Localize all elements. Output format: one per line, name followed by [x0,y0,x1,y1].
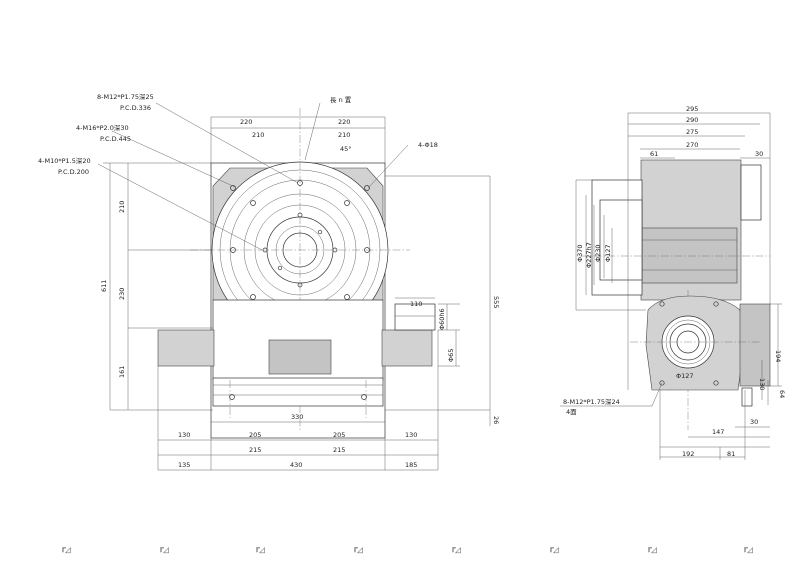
dim-330: 330 [291,413,303,421]
right-shaft [394,303,436,331]
callout-1-line2: P.C.D.336 [120,104,151,112]
callout-2-line2: P.C.D.445 [100,135,131,143]
dim-81: 81 [727,450,735,458]
dim-210-left: 210 [252,131,264,139]
dim-205-left: 205 [249,431,261,439]
callout-1-line1: 8-M12*P1.75深25 [97,92,154,101]
dim-phi60h6: Φ60h6 [438,308,446,330]
page-mark: Γ◢ [62,546,71,554]
page-mark: Γ◢ [550,546,559,554]
dim-210-right: 210 [338,131,350,139]
dim-phi370: Φ370 [576,244,584,262]
dim-161: 161 [118,366,126,378]
dim-430: 430 [290,461,302,469]
dim-phi65: Φ65 [447,349,455,362]
dim-194: 194 [774,350,782,362]
dim-61: 61 [650,150,658,158]
callout-2-line1: 4-M16*P2.0深30 [76,123,129,132]
page-mark: Γ◢ [452,546,461,554]
dim-290: 290 [686,116,698,124]
callout-3-line1: 4-M10*P1.5深20 [38,156,91,165]
dim-64: 64 [778,390,786,398]
front-view: 8-M12*P1.75深25 P.C.D.336 4-M16*P2.0深30 P… [38,92,500,471]
holes-4-label: 4-Φ18 [418,141,438,149]
dim-130-left: 130 [178,431,190,439]
dim-210-vertical: 210 [118,201,126,213]
dim-phi127-boss: Φ127 [676,372,694,380]
dim-147: 147 [712,428,724,436]
dim-275: 275 [686,128,698,136]
side-view: 295 290 275 270 61 30 Φ370 Φ227h7 Φ230 Φ… [560,105,786,460]
page-mark: Γ◢ [256,546,265,554]
dim-215-right: 215 [333,446,345,454]
page-mark: Γ◢ [648,546,657,554]
page-mark: Γ◢ [354,546,363,554]
position-mark-label: 長 n 置 [330,96,352,104]
left-shaft [157,329,215,367]
dim-26: 26 [492,416,500,424]
dim-30-bottom: 30 [750,418,758,426]
callout-3-line2: P.C.D.200 [58,168,89,176]
dim-130-right: 130 [405,431,417,439]
dim-30-top: 30 [755,150,763,158]
dim-phi227h7: Φ227h7 [585,242,593,268]
page-mark: Γ◢ [160,546,169,554]
page-mark: Γ◢ [744,546,753,554]
dim-phi230: Φ230 [594,244,602,262]
side-callout-line2: 4面 [566,408,577,416]
dim-130: 130 [758,378,766,390]
dim-270: 270 [686,141,698,149]
bottom-marks: Γ◢ Γ◢ Γ◢ Γ◢ Γ◢ Γ◢ Γ◢ Γ◢ [62,546,753,555]
right-shaft-housing [381,329,433,367]
dim-phi127: Φ127 [604,244,612,262]
dim-205-right: 205 [333,431,345,439]
dim-611: 611 [100,280,108,292]
dim-295: 295 [686,105,698,113]
dim-angle: 45° [340,145,352,153]
dim-220-left: 220 [240,118,252,126]
dim-555: 555 [492,296,500,308]
dim-230: 230 [118,288,126,300]
dim-220-right: 220 [338,118,350,126]
dim-185: 185 [405,461,417,469]
base [212,377,384,407]
dim-110: 110 [410,300,422,308]
dim-192: 192 [682,450,694,458]
side-callout-line1: 8-M12*P1.75深24 [563,397,620,406]
dim-215-left: 215 [249,446,261,454]
dim-135: 135 [178,461,190,469]
